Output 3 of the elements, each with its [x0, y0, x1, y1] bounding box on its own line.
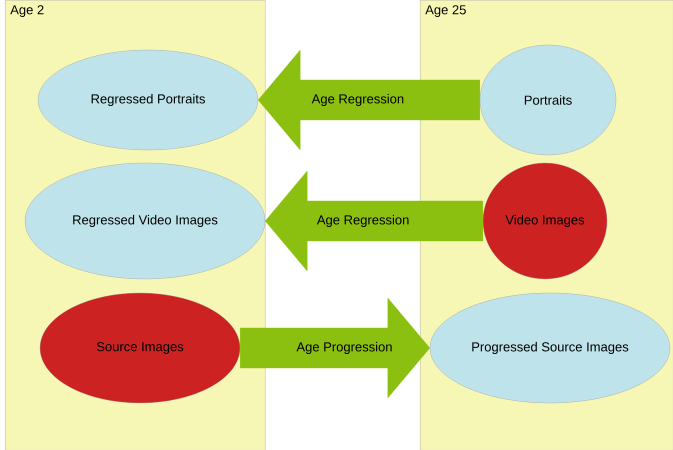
edge-label: Age Regression — [310, 92, 406, 108]
edge-label: Age Progression — [295, 340, 394, 356]
edge-label: Age Regression — [316, 214, 410, 228]
